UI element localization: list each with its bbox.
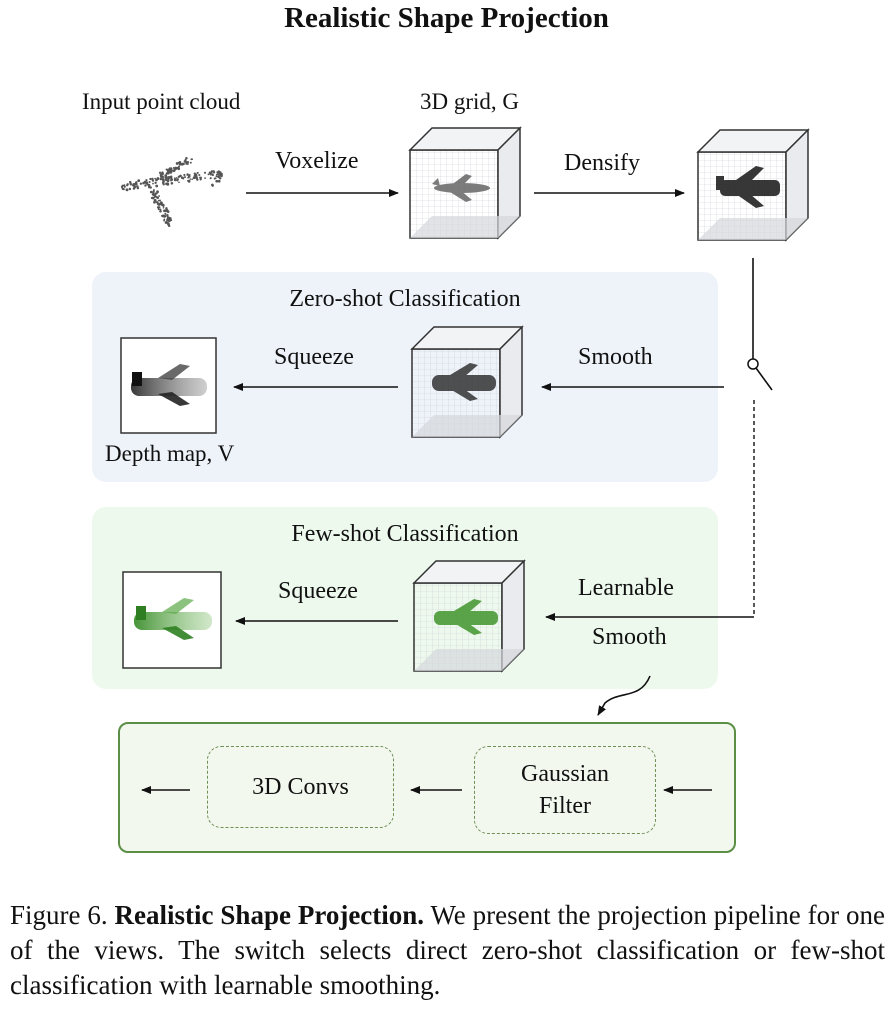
depth-map-label: Depth map, V — [105, 441, 235, 466]
caption-text: We present the projection pipeline for o… — [10, 900, 885, 1000]
few-smooth-label: Smooth — [592, 624, 667, 650]
voxel-grid-cube-icon — [408, 126, 522, 240]
grid-label: 3D grid, G — [420, 89, 520, 114]
3d-convs-label: 3D Convs — [252, 774, 349, 800]
3d-convs-box: 3D Convs — [207, 746, 394, 828]
figure-title: Realistic Shape Projection — [284, 2, 609, 34]
gaussian-filter-box: Gaussian Filter — [474, 746, 656, 834]
learnable-smoothed-cube-icon — [412, 559, 526, 673]
zero-squeeze-label: Squeeze — [274, 344, 354, 370]
filter-label: Filter — [538, 793, 591, 819]
caption-prefix: Figure 6. — [10, 900, 108, 930]
caption-bold-title: Realistic Shape Projection. — [114, 900, 425, 930]
zero-smooth-label: Smooth — [578, 344, 653, 370]
densified-grid-cube-icon — [696, 128, 810, 242]
input-point-cloud-label: Input point cloud — [82, 89, 241, 114]
gaussian-label: Gaussian — [521, 761, 609, 787]
depth-map-airplane-icon — [131, 364, 207, 406]
learnable-smooth-module — [118, 722, 736, 853]
learnable-label: Learnable — [578, 575, 674, 601]
figure-caption: Figure 6. Realistic Shape Projection. We… — [10, 898, 885, 1003]
learned-depth-map-airplane-icon — [134, 598, 212, 640]
few-squeeze-label: Squeeze — [278, 578, 358, 604]
input-point-cloud-icon — [120, 157, 223, 228]
zero-shot-title: Zero-shot Classification — [289, 286, 521, 312]
smoothed-grid-cube-icon — [410, 325, 524, 439]
voxelize-label: Voxelize — [275, 148, 359, 174]
densify-label: Densify — [564, 150, 640, 176]
few-shot-title: Few-shot Classification — [291, 521, 519, 547]
